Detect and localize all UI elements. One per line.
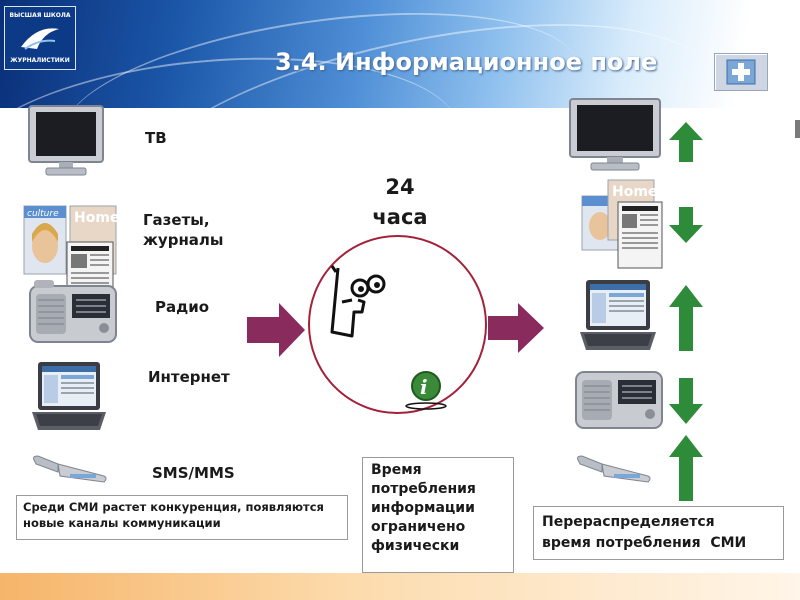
radio-icon — [29, 280, 117, 343]
mobile-phone-icon — [33, 455, 107, 483]
trend-up-arrow-internet — [669, 285, 703, 351]
arrow-right-icon-right — [488, 303, 544, 353]
trend-up-arrow-tv — [669, 122, 703, 162]
competition-note-line1: Среди СМИ растет конкуренция, появляются — [23, 500, 324, 514]
time-limit-line1: Время — [371, 462, 422, 478]
laptop-icon — [32, 362, 106, 430]
magazines-icon-right: Home — [581, 179, 663, 269]
trend-down-arrow-radio — [669, 378, 703, 424]
time-24-number: 24 — [385, 175, 415, 199]
svg-text:i: i — [420, 375, 428, 399]
competition-note-line2: новые каналы коммуникации — [23, 516, 221, 530]
info-icon: i — [405, 371, 447, 410]
header-banner — [0, 0, 800, 108]
time-24-unit: часа — [372, 205, 428, 229]
mobile-phone-icon-right — [577, 455, 651, 483]
time-limit-line2: потребления — [371, 481, 476, 497]
redistribution-line2: время потребления СМИ — [542, 535, 747, 551]
school-logo: ВЫСШАЯ ШКОЛА ЖУРНАЛИСТИКИ — [4, 6, 76, 70]
thinking-face-icon — [330, 265, 386, 338]
time-limit-line5: физически — [371, 538, 460, 554]
time-limit-line3: информации — [371, 500, 475, 516]
arrow-right-icon-left — [247, 303, 305, 357]
plus-button[interactable] — [714, 53, 768, 91]
svg-text:Home: Home — [612, 184, 657, 200]
label-newspapers-line2: журналы — [143, 231, 224, 249]
plus-icon — [726, 59, 756, 85]
logo-text-bottom: ЖУРНАЛИСТИКИ — [10, 57, 70, 64]
footer-band — [0, 573, 800, 600]
label-newspapers: Газеты, журналы — [143, 210, 223, 250]
logo-bird-icon — [21, 28, 59, 50]
label-internet: Интернет — [148, 368, 230, 386]
time-limit-note: Время потребления информации ограничено … — [362, 457, 514, 573]
radio-icon-right — [575, 371, 663, 429]
label-tv: ТВ — [145, 129, 167, 147]
svg-text:culture: culture — [27, 209, 59, 219]
redistribution-line1: Перераспределяется — [542, 514, 715, 530]
svg-text:Home: Home — [74, 210, 119, 226]
time-24-hours: 24 часа — [340, 172, 460, 232]
label-radio: Радио — [155, 298, 210, 316]
competition-note: Среди СМИ растет конкуренция, появляются… — [16, 495, 348, 540]
trend-down-arrow-press — [669, 207, 703, 243]
label-sms-mms: SMS/MMS — [152, 464, 235, 482]
tv-monitor-icon — [28, 105, 104, 176]
time-circle — [308, 235, 487, 414]
tv-monitor-icon-right — [569, 98, 661, 171]
edge-marker — [795, 120, 800, 138]
trend-up-arrow-sms — [669, 435, 703, 501]
time-limit-line4: ограничено — [371, 519, 466, 535]
redistribution-note: Перераспределяется время потребления СМИ — [533, 506, 784, 560]
logo-text-top: ВЫСШАЯ ШКОЛА — [9, 12, 71, 19]
label-newspapers-line1: Газеты, — [143, 211, 210, 229]
page-title: 3.4. Информационное поле — [275, 48, 658, 76]
laptop-icon-right — [580, 280, 656, 350]
